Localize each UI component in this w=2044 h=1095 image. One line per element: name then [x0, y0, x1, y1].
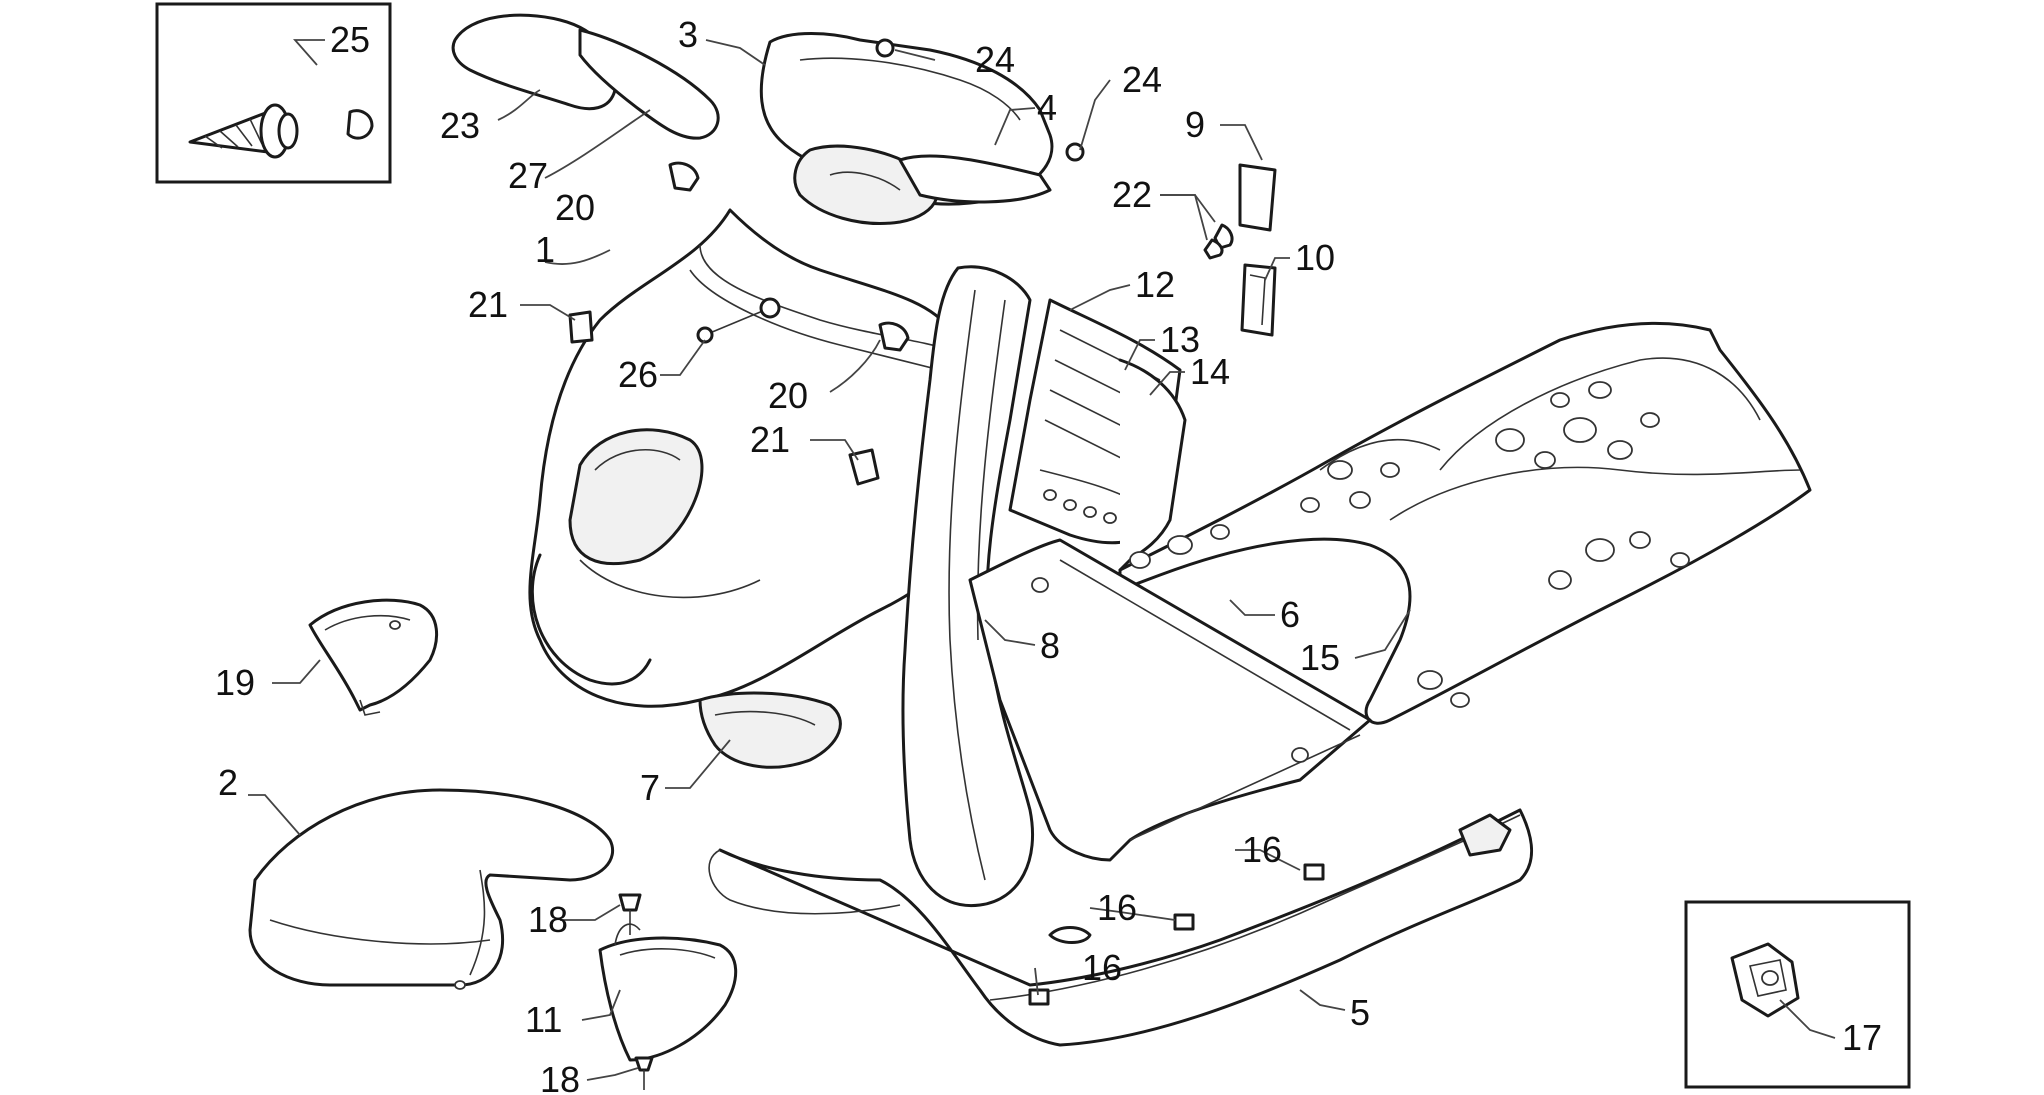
floor-panel: [968, 538, 1372, 862]
front-lower-panel: [698, 691, 842, 769]
callout-12: 12: [1135, 264, 1175, 305]
callout-4: 4: [1037, 87, 1057, 128]
fasteners: [346, 38, 1325, 1090]
callout-15: 15: [1300, 637, 1340, 678]
visor-trim: [451, 13, 720, 140]
callout-14: 14: [1190, 351, 1230, 392]
footboard-mat: [1118, 321, 1812, 725]
callout-2: 2: [218, 762, 238, 803]
leader-lines: [248, 39, 1836, 1081]
callout-20a: 20: [555, 187, 595, 228]
callout-8: 8: [1040, 625, 1060, 666]
callout-6: 6: [1280, 594, 1300, 635]
callout-17: 17: [1842, 1017, 1882, 1058]
bottom-rail: [708, 808, 1534, 1047]
callout-1: 1: [535, 229, 555, 270]
callout-9: 9: [1185, 104, 1205, 145]
small-cover-19: [308, 598, 439, 716]
callout-7: 7: [640, 767, 660, 808]
callout-19: 19: [215, 662, 255, 703]
mudguard-2: [248, 788, 614, 990]
front-shield: [528, 208, 962, 708]
callout-labels: 1 2 3 4 5 6 7 8 9 10 11 12 13 14 15 16 1…: [215, 14, 1882, 1095]
callout-18a: 18: [528, 899, 568, 940]
callout-22: 22: [1112, 174, 1152, 215]
tunnel-cover: [1008, 298, 1187, 572]
callout-24a: 24: [975, 39, 1015, 80]
callout-10: 10: [1295, 237, 1335, 278]
callout-27: 27: [508, 155, 548, 196]
callout-3: 3: [678, 14, 698, 55]
callout-11: 11: [525, 999, 562, 1040]
callout-18b: 18: [540, 1059, 580, 1095]
callout-21a: 21: [468, 284, 508, 325]
callout-5: 5: [1350, 992, 1370, 1033]
callout-24b: 24: [1122, 59, 1162, 100]
callout-26: 26: [618, 354, 658, 395]
callout-16a: 16: [1242, 829, 1282, 870]
callout-16b: 16: [1097, 887, 1137, 928]
inset-screw-box: [155, 2, 392, 184]
callout-23: 23: [440, 105, 480, 146]
callout-16c: 16: [1082, 947, 1122, 988]
callout-25: 25: [330, 19, 370, 60]
callout-20b: 20: [768, 375, 808, 416]
callout-21b: 21: [750, 419, 790, 460]
callout-13: 13: [1160, 319, 1200, 360]
handlebar-cover: [759, 32, 1054, 225]
inset-clip-box: [1684, 900, 1911, 1089]
small-cover-11: [598, 923, 738, 1062]
